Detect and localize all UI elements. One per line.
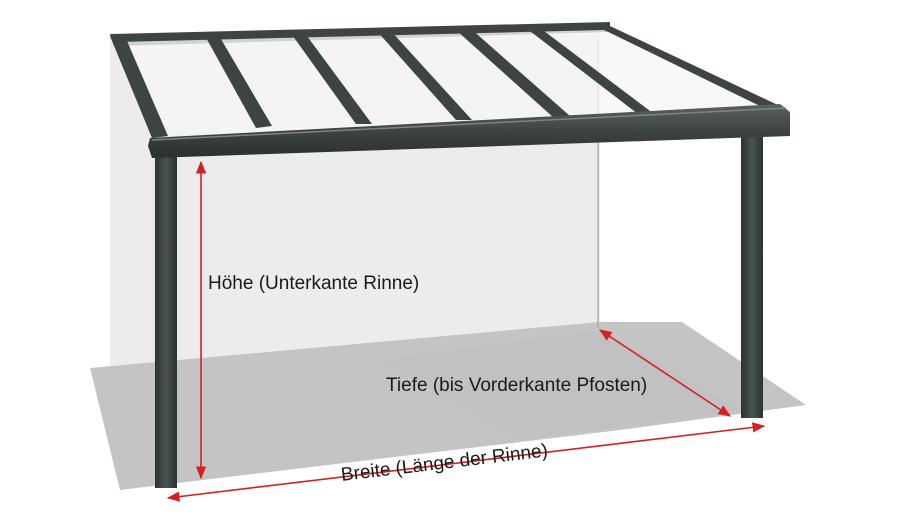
left-post xyxy=(155,150,177,488)
roof-glass xyxy=(118,30,778,136)
depth-dimension-line xyxy=(598,329,732,417)
gutter xyxy=(148,104,790,158)
rafter-7 xyxy=(596,26,780,108)
height-label: Höhe (Unterkante Rinne) xyxy=(208,273,420,294)
width-dimension-line xyxy=(166,422,766,502)
rafter-3 xyxy=(290,32,372,124)
rafters xyxy=(110,26,780,138)
rafter-5 xyxy=(456,28,570,118)
rafter-4 xyxy=(376,30,472,120)
right-post xyxy=(741,130,763,418)
depth-label: Tiefe (bis Vorderkante Pfosten) xyxy=(386,375,648,396)
gutter-highlight xyxy=(151,107,787,141)
rafter-6 xyxy=(526,28,654,114)
rafter-1 xyxy=(110,34,168,138)
rafter-2 xyxy=(204,34,272,128)
